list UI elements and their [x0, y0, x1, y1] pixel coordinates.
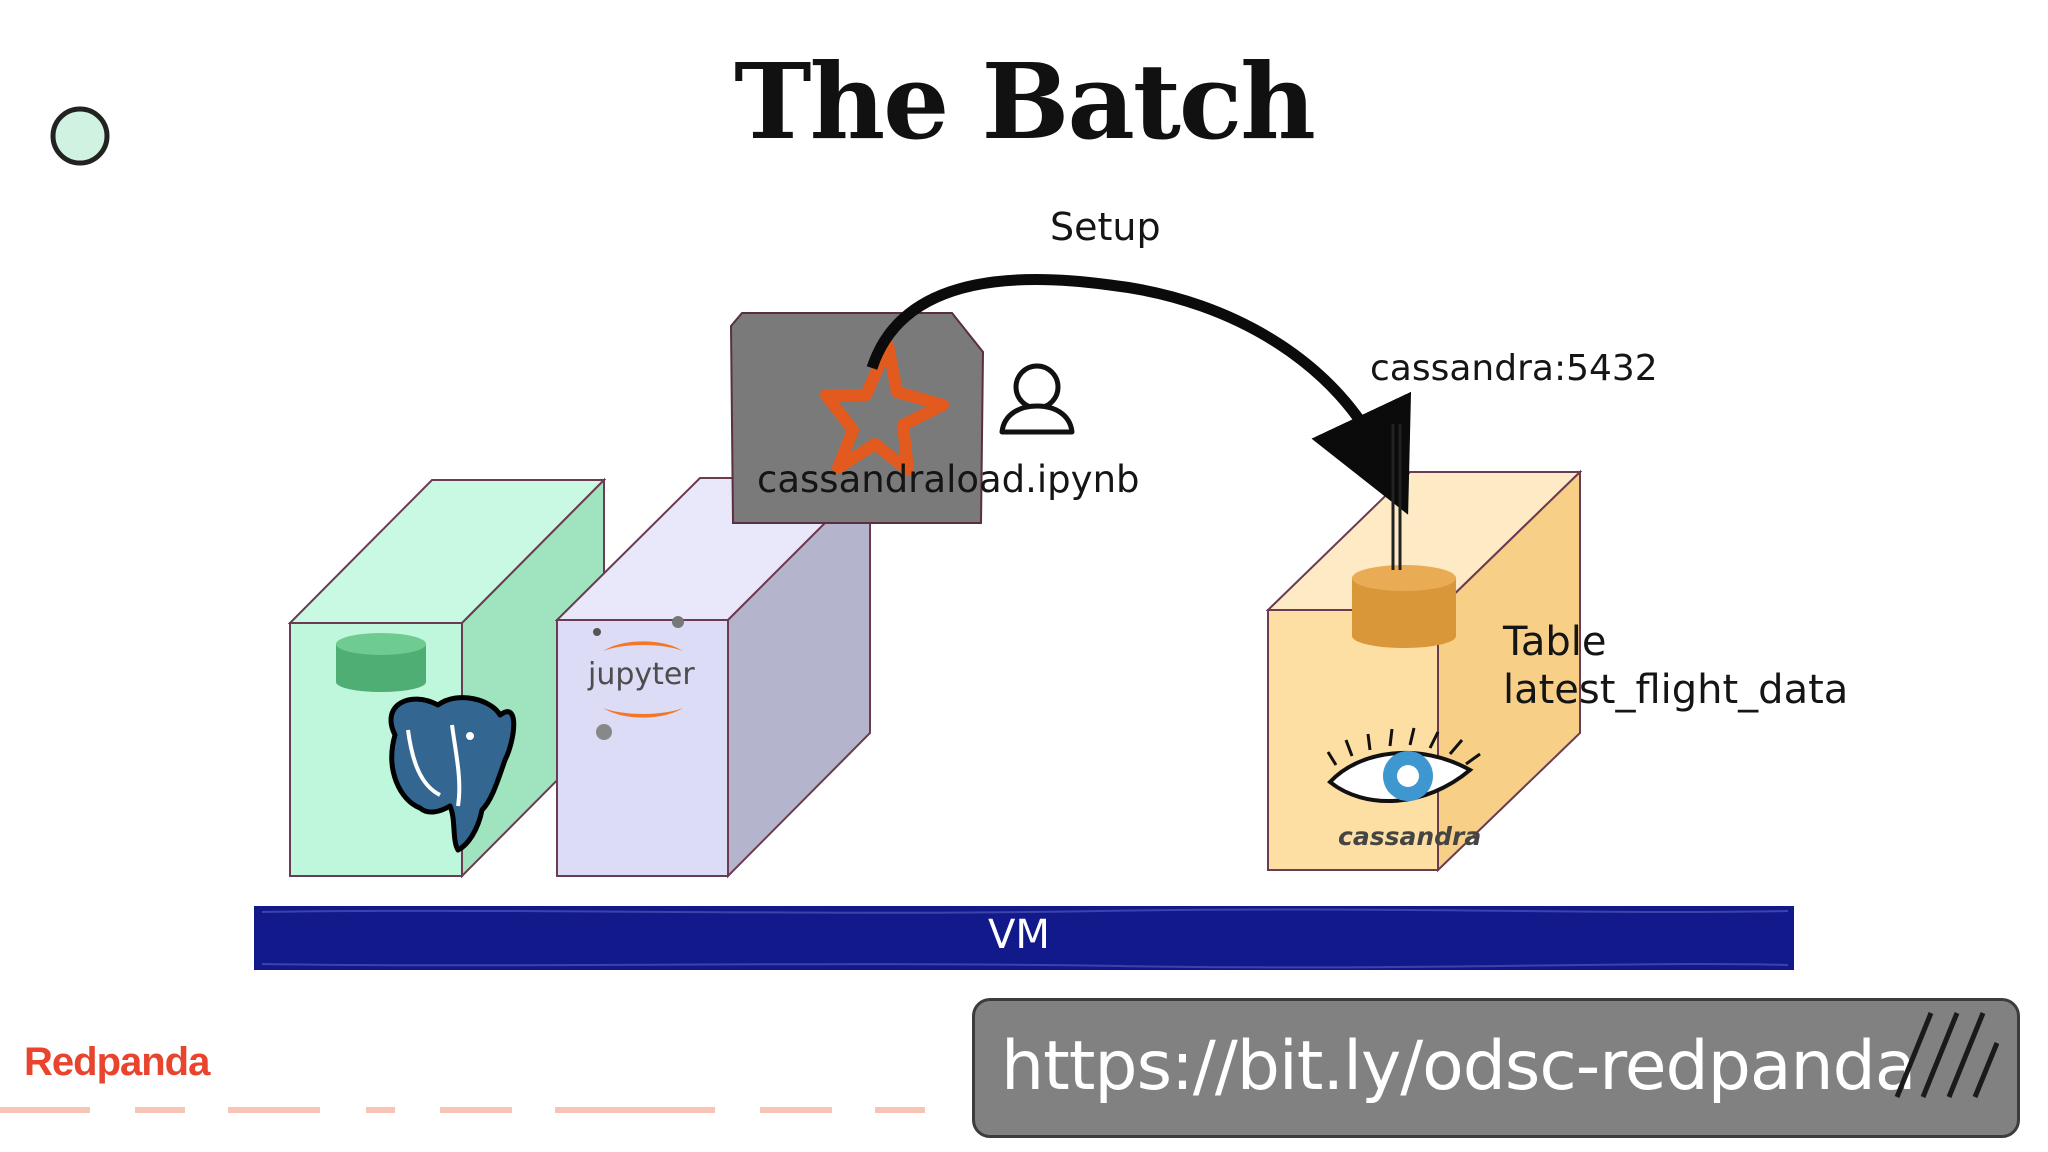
cassandra-container	[1265, 469, 1583, 873]
notebook-card	[729, 312, 985, 524]
slide-title: The Batch	[734, 40, 1316, 163]
status-circle-icon	[50, 106, 110, 166]
cassandra-logo-text: cassandra	[1338, 822, 1482, 851]
notebook-label: cassandraload.ipynb	[757, 458, 1140, 501]
user-icon	[999, 363, 1075, 435]
url-link[interactable]: https://bit.ly/odsc-redpanda	[1001, 1027, 1916, 1106]
jupyter-logo-text: jupyter	[588, 657, 695, 692]
vm-bar	[254, 906, 1794, 970]
table-label-line2: latest_flight_data	[1503, 667, 1849, 713]
arrow-label: Setup	[1050, 205, 1161, 249]
setup-arrow	[866, 274, 1411, 515]
hatch-decoration-icon	[1894, 1012, 1999, 1098]
table-label: Table latest_flight_data	[1503, 618, 1848, 714]
port-connector	[1391, 424, 1402, 570]
postgres-elephant-icon	[388, 695, 517, 853]
database-cylinder-icon	[336, 633, 426, 692]
cassandra-eye-icon	[1326, 727, 1481, 804]
spark-star-icon	[820, 339, 949, 476]
jupyter-logo-icon	[593, 616, 684, 740]
table-label-line1: Table	[1503, 619, 1607, 665]
url-banner[interactable]: https://bit.ly/odsc-redpanda	[972, 998, 2020, 1138]
brand-logo: Redpanda	[24, 1040, 210, 1084]
vm-label: VM	[988, 912, 1050, 958]
database-cylinder-icon	[1352, 565, 1456, 648]
endpoint-label: cassandra:5432	[1370, 348, 1658, 389]
